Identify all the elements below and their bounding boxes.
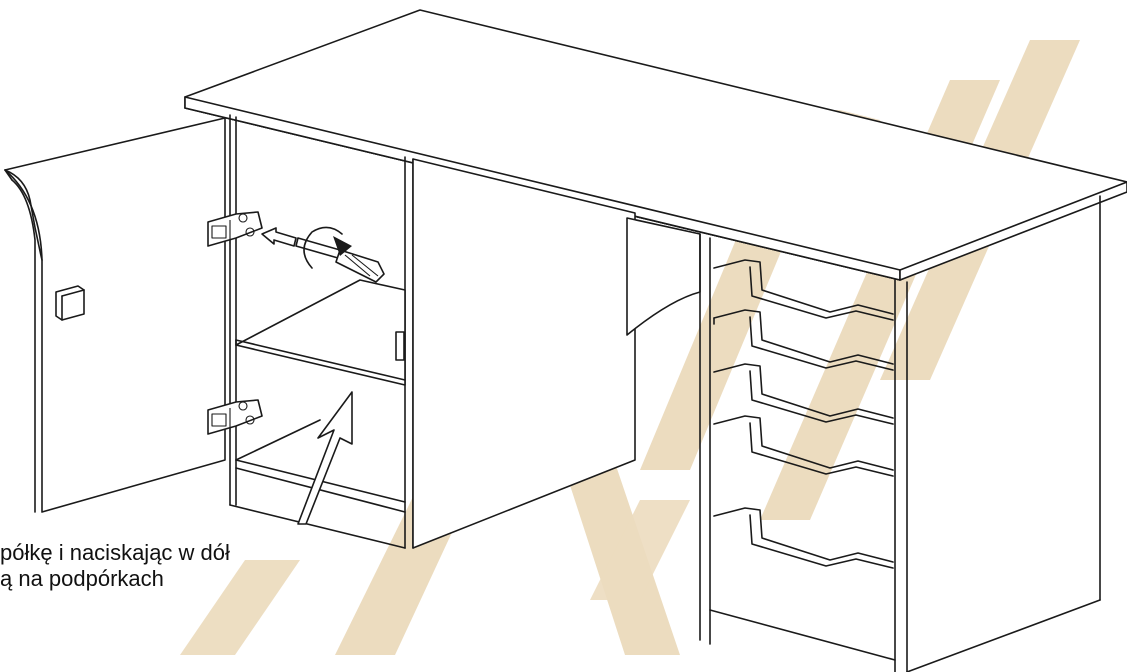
rotation-arrow (303, 226, 352, 269)
drawer-5 (713, 507, 894, 569)
drawer-4 (713, 415, 894, 477)
shelf-push-arrow (297, 391, 353, 525)
instruction-caption: półkę i naciskając w dół ą na podpórkach (0, 540, 230, 592)
hinge-top (207, 211, 263, 247)
drawer-1 (713, 259, 894, 321)
caption-line-1: półkę i naciskając w dół (0, 540, 230, 565)
cabinet-door (4, 117, 226, 513)
screw-direction-arrow (261, 227, 297, 247)
left-cabinet (229, 114, 636, 549)
modesty-panel (626, 217, 701, 336)
caption-line-2: ą na podpórkach (0, 566, 164, 591)
hinge-bottom (207, 399, 263, 435)
drawer-3 (713, 363, 894, 425)
door-knob (55, 285, 85, 321)
drawer-2 (713, 309, 894, 371)
screwdriver (295, 237, 385, 283)
drawer-unit (699, 195, 1101, 672)
